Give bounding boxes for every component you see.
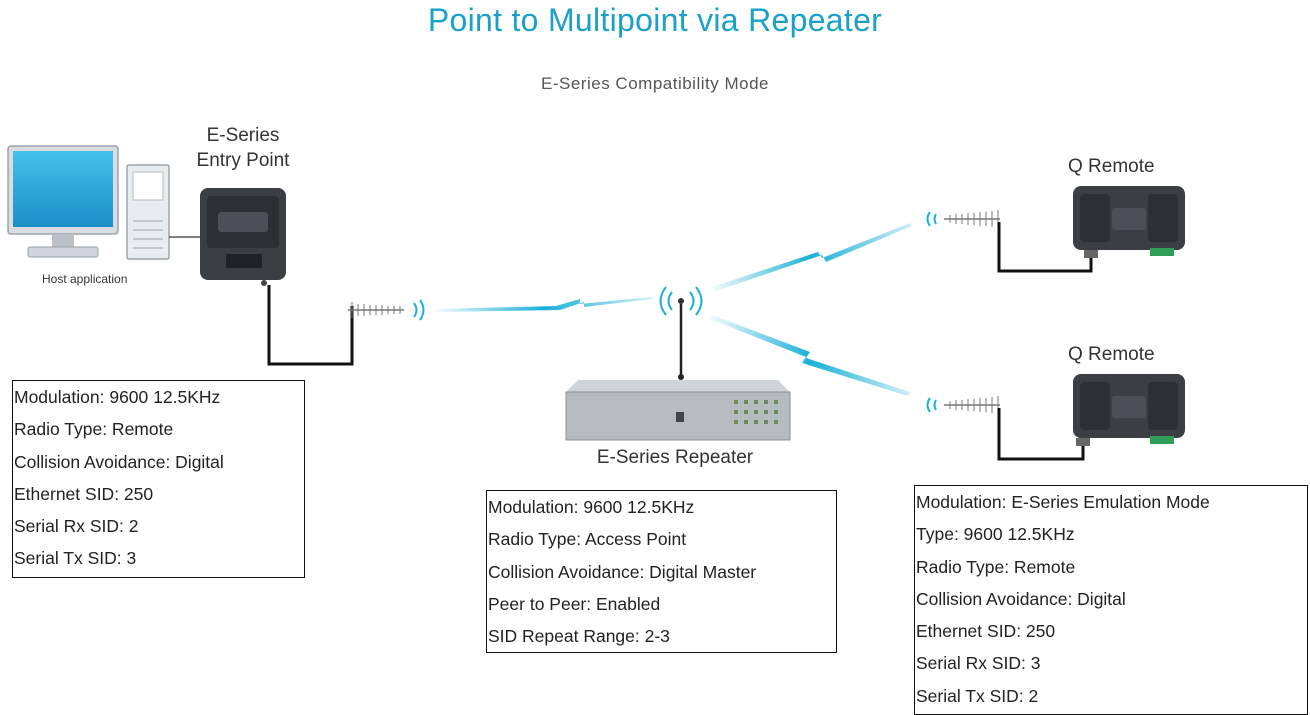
- repeater-label: E-Series Repeater: [596, 447, 754, 468]
- config-line: Serial Tx SID: 2: [916, 685, 1039, 706]
- link-repeater-remote-2: [710, 315, 910, 396]
- entry-point-label-line2: Entry Point: [196, 150, 290, 171]
- config-line: Collision Avoidance: Digital: [14, 451, 224, 472]
- host-application-label: Host application: [42, 272, 128, 286]
- config-line: Radio Type: Access Point: [488, 529, 687, 550]
- config-line: Ethernet SID: 250: [14, 483, 154, 504]
- entry-point-config-box: Modulation: 9600 12.5KHz Radio Type: Rem…: [12, 380, 305, 578]
- config-line: Radio Type: Remote: [916, 556, 1076, 577]
- config-line: Modulation: E-Series Emulation Mode: [916, 492, 1210, 512]
- entry-point-label-line1: E-Series: [206, 125, 280, 146]
- config-line: Peer to Peer: Enabled: [488, 593, 661, 614]
- link-entry-repeater: [436, 297, 652, 312]
- config-line: Modulation: 9600 12.5KHz: [14, 387, 221, 407]
- config-line: Serial Rx SID: 3: [916, 653, 1041, 674]
- remote-2-radio-icon: [1073, 374, 1185, 446]
- config-line: Ethernet SID: 250: [916, 621, 1056, 642]
- config-line: Serial Tx SID: 3: [14, 548, 137, 569]
- repeater-antenna-icon: [659, 286, 703, 380]
- config-line: Type: 9600 12.5KHz: [916, 524, 1075, 545]
- remote-2-antenna-icon: [926, 396, 1000, 414]
- remote-config-box: Modulation: E-Series Emulation Mode Type…: [914, 485, 1308, 715]
- config-line: Collision Avoidance: Digital Master: [488, 561, 757, 582]
- config-line: Serial Rx SID: 2: [14, 516, 139, 537]
- remote-1-radio-icon: [1073, 186, 1185, 258]
- diagram-subtitle: E-Series Compatibility Mode: [541, 74, 769, 93]
- entry-point-label: E-Series Entry Point: [180, 123, 306, 173]
- config-line: SID Repeat Range: 2-3: [488, 626, 670, 647]
- entry-point-radio-icon: [200, 188, 286, 286]
- host-computer-icon: [7, 145, 200, 260]
- diagram-title: Point to Multipoint via Repeater: [427, 2, 883, 38]
- remote-1-antenna-icon: [926, 210, 1000, 228]
- remote-1-label: Q Remote: [1068, 156, 1155, 177]
- config-line: Radio Type: Remote: [14, 419, 174, 440]
- remote-2-label: Q Remote: [1068, 344, 1155, 365]
- entry-antenna-icon: [348, 299, 425, 321]
- config-line: Modulation: 9600 12.5KHz: [488, 497, 695, 517]
- repeater-rack-icon: [565, 380, 791, 441]
- repeater-config-box: Modulation: 9600 12.5KHz Radio Type: Acc…: [486, 490, 837, 653]
- link-repeater-remote-1: [712, 223, 912, 291]
- config-line: Collision Avoidance: Digital: [916, 588, 1126, 609]
